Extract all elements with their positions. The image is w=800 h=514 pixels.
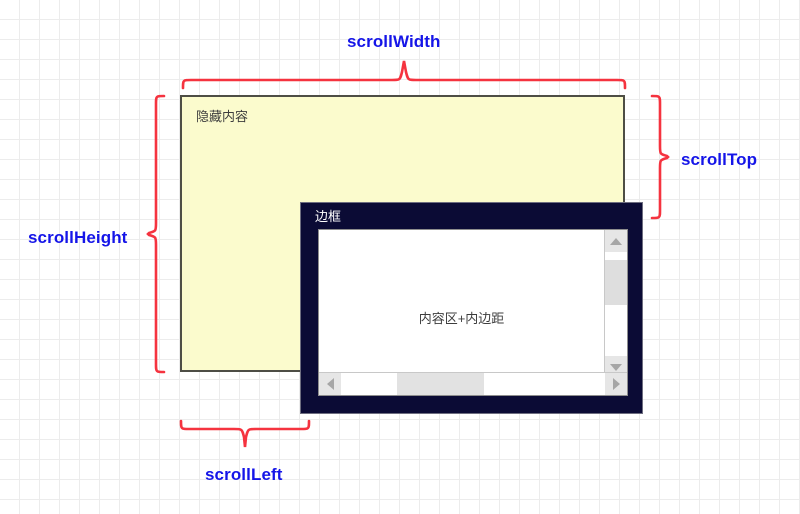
vertical-scroll-thumb[interactable] (605, 260, 627, 305)
label-scroll-height: scrollHeight (28, 228, 128, 247)
brace-scrolltop (650, 94, 670, 220)
scroll-left-button[interactable] (319, 373, 341, 395)
horizontal-scroll-thumb[interactable] (397, 373, 484, 395)
hidden-content-label: 隐藏内容 (196, 109, 249, 124)
brace-scrollleft (179, 419, 311, 448)
content-and-padding-box: 内容区+内边距 (318, 229, 628, 396)
vertical-scrollbar[interactable] (604, 230, 627, 378)
triangle-up-icon (610, 237, 622, 245)
brace-scrollwidth (181, 60, 627, 90)
label-scroll-width: scrollWidth (347, 32, 441, 51)
border-box: 边框 内容区+内边距 (300, 202, 643, 414)
scroll-up-button[interactable] (605, 230, 627, 252)
brace-scrollheight (146, 94, 166, 374)
horizontal-scrollbar[interactable] (319, 372, 627, 395)
label-scroll-left: scrollLeft (205, 465, 283, 484)
triangle-right-icon (612, 378, 620, 390)
triangle-left-icon (326, 378, 334, 390)
triangle-down-icon (610, 363, 622, 371)
content-area-label: 内容区+内边距 (418, 311, 505, 326)
border-box-label: 边框 (315, 209, 342, 224)
scroll-right-button[interactable] (605, 373, 627, 395)
label-scroll-top: scrollTop (681, 150, 758, 169)
